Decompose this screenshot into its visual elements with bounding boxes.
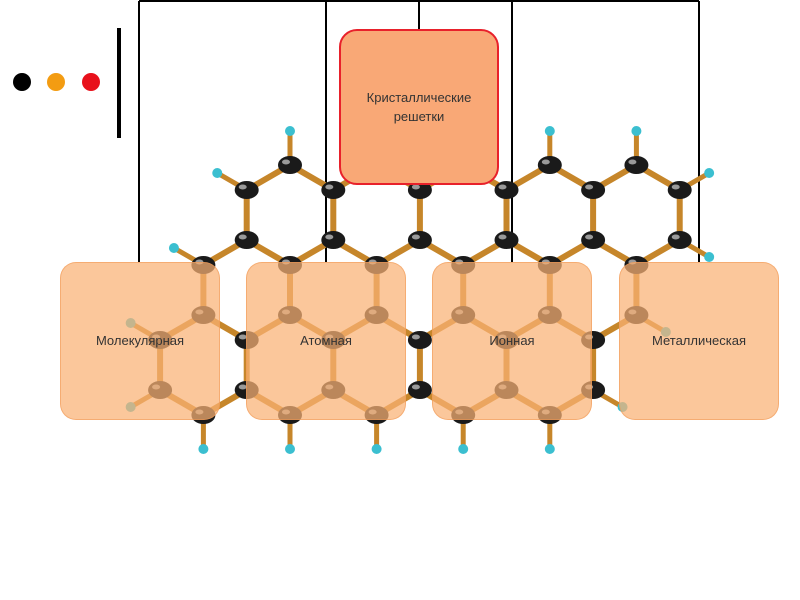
atom-highlight bbox=[411, 234, 420, 240]
atom-highlight bbox=[498, 234, 507, 240]
node-atomic: Атомная bbox=[246, 262, 406, 420]
carbon-atom bbox=[667, 231, 692, 249]
hydrogen-atom bbox=[168, 243, 179, 253]
hydrogen-atom bbox=[371, 444, 382, 454]
carbon-atom bbox=[407, 381, 432, 399]
carbon-atom bbox=[407, 231, 432, 249]
node-ionic-label: Ионная bbox=[489, 333, 535, 349]
atom-highlight bbox=[238, 334, 247, 340]
carbon-atom bbox=[494, 231, 519, 249]
hydrogen-atom bbox=[704, 168, 715, 178]
black-dot-icon bbox=[13, 73, 31, 91]
root-node: Кристаллические решетки bbox=[339, 29, 499, 185]
carbon-atom bbox=[321, 181, 346, 199]
atom-highlight bbox=[325, 234, 334, 240]
hydrogen-atom bbox=[212, 168, 223, 178]
carbon-atom bbox=[234, 181, 259, 199]
atom-highlight bbox=[585, 234, 594, 240]
carbon-atom bbox=[581, 231, 606, 249]
carbon-atom bbox=[624, 156, 649, 174]
hydrogen-atom bbox=[704, 252, 715, 262]
carbon-atom bbox=[407, 331, 432, 349]
atom-highlight bbox=[411, 184, 420, 190]
hydrogen-atom bbox=[458, 444, 469, 454]
hydrogen-atom bbox=[285, 444, 295, 454]
hydrogen-atom bbox=[198, 444, 209, 454]
node-metallic: Металлическая bbox=[619, 262, 779, 420]
hydrogen-atom bbox=[544, 126, 555, 136]
carbon-atom bbox=[321, 231, 346, 249]
node-molecular: Молекулярная bbox=[60, 262, 220, 420]
node-ionic: Ионная bbox=[432, 262, 592, 420]
atom-highlight bbox=[238, 184, 247, 190]
atom-highlight bbox=[671, 184, 680, 190]
carbon-atom bbox=[667, 181, 692, 199]
carbon-atom bbox=[494, 181, 519, 199]
hydrogen-atom bbox=[631, 126, 642, 136]
hydrogen-atom bbox=[285, 126, 295, 136]
orange-dot-icon bbox=[47, 73, 65, 91]
atom-highlight bbox=[282, 159, 290, 165]
atom-highlight bbox=[541, 159, 550, 165]
node-atomic-label: Атомная bbox=[300, 333, 352, 349]
atom-highlight bbox=[628, 159, 637, 165]
node-molecular-label: Молекулярная bbox=[95, 333, 185, 349]
atom-highlight bbox=[238, 234, 247, 240]
carbon-atom bbox=[581, 181, 606, 199]
atom-highlight bbox=[671, 234, 680, 240]
carbon-atom bbox=[278, 156, 302, 174]
atom-highlight bbox=[411, 334, 420, 340]
carbon-atom bbox=[234, 231, 259, 249]
hydrogen-atom bbox=[544, 444, 555, 454]
atom-highlight bbox=[411, 384, 420, 390]
atom-highlight bbox=[498, 184, 507, 190]
red-dot-icon bbox=[82, 73, 100, 91]
node-metallic-label: Металлическая bbox=[652, 333, 746, 349]
atom-highlight bbox=[585, 184, 594, 190]
root-label: Кристаллические решетки bbox=[366, 89, 472, 125]
atom-highlight bbox=[238, 384, 247, 390]
carbon-atom bbox=[537, 156, 562, 174]
atom-highlight bbox=[325, 184, 334, 190]
title-divider bbox=[117, 28, 121, 138]
